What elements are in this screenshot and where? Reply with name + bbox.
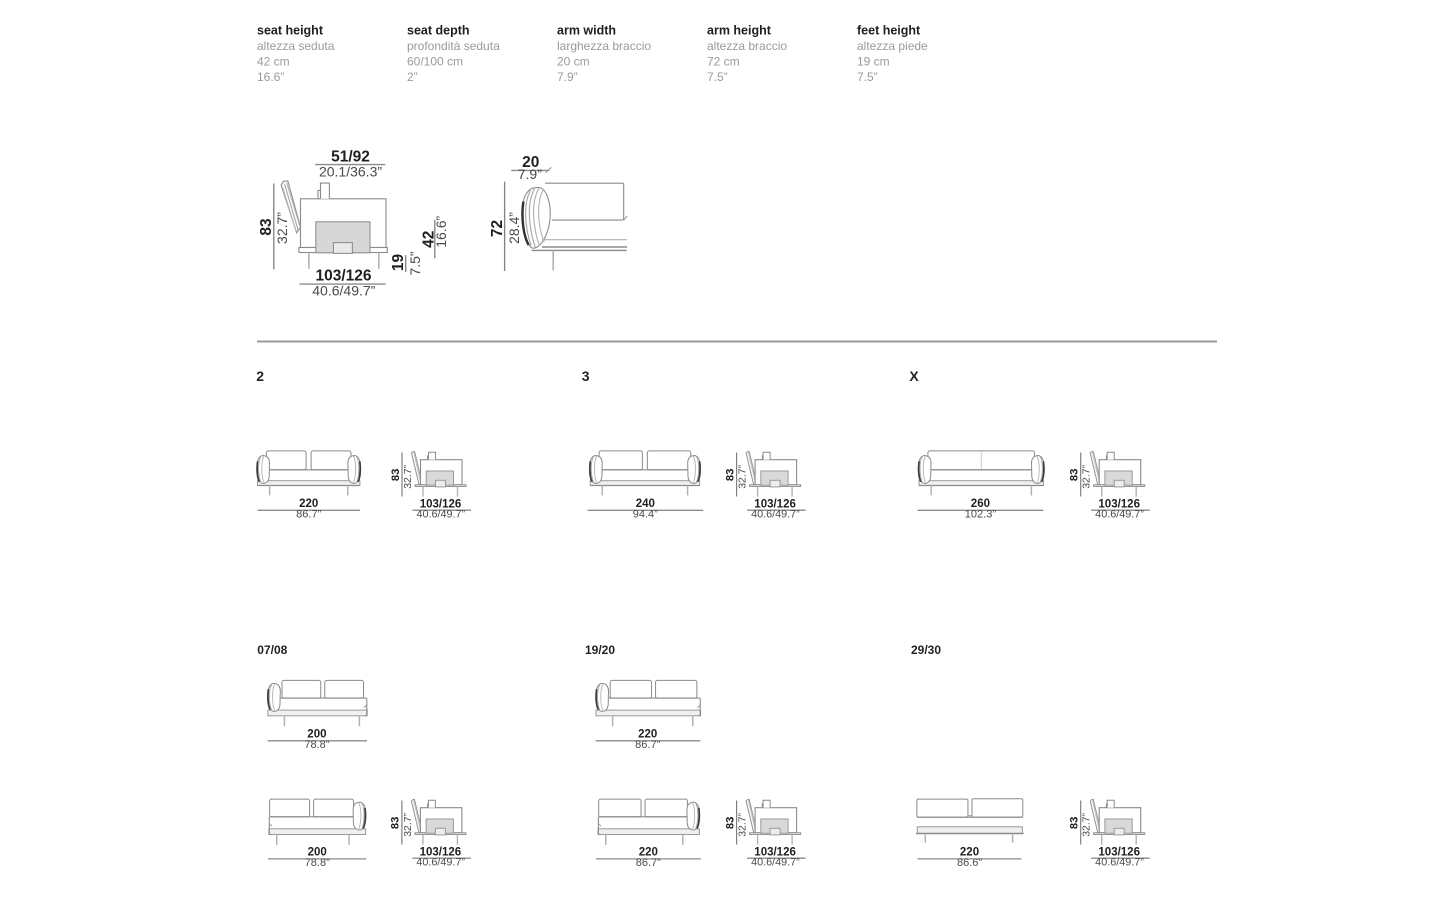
svg-text:7.9”: 7.9” [518, 166, 542, 182]
svg-text:arm height: arm height [707, 23, 772, 37]
svg-text:32.7”: 32.7” [738, 813, 749, 837]
svg-text:feet height: feet height [857, 23, 921, 37]
svg-text:103/126: 103/126 [315, 268, 371, 285]
svg-text:78.8”: 78.8” [304, 739, 329, 751]
svg-text:19 cm: 19 cm [857, 54, 890, 68]
svg-text:103/126: 103/126 [1098, 498, 1140, 510]
svg-text:7.9”: 7.9” [557, 70, 578, 84]
svg-text:102.3”: 102.3” [965, 509, 997, 521]
svg-text:20: 20 [522, 154, 539, 171]
svg-text:20.1/36.3”: 20.1/36.3” [319, 164, 382, 180]
svg-text:altezza seduta: altezza seduta [257, 39, 335, 53]
svg-text:83: 83 [258, 218, 275, 236]
svg-text:2”: 2” [407, 70, 418, 84]
svg-text:X: X [909, 368, 919, 384]
svg-text:40.6/49.7”: 40.6/49.7” [1095, 857, 1144, 869]
svg-text:42 cm: 42 cm [257, 54, 290, 68]
svg-text:51/92: 51/92 [331, 149, 370, 166]
svg-text:seat depth: seat depth [407, 23, 470, 37]
svg-text:94.4”: 94.4” [633, 509, 658, 521]
svg-text:83: 83 [390, 469, 402, 481]
svg-text:40.6/49.7”: 40.6/49.7” [751, 857, 800, 869]
svg-text:arm width: arm width [557, 23, 616, 37]
svg-text:7.5”: 7.5” [707, 70, 728, 84]
svg-text:83: 83 [724, 469, 736, 481]
svg-text:07/08: 07/08 [257, 643, 287, 657]
svg-text:40.6/49.7”: 40.6/49.7” [416, 857, 465, 869]
svg-text:78.8”: 78.8” [305, 857, 330, 869]
svg-text:altezza piede: altezza piede [857, 39, 928, 53]
svg-text:103/126: 103/126 [754, 846, 796, 858]
svg-text:200: 200 [307, 728, 326, 740]
svg-text:32.7”: 32.7” [1082, 465, 1093, 489]
svg-text:16.6”: 16.6” [433, 216, 449, 248]
svg-text:83: 83 [1069, 469, 1081, 481]
svg-text:220: 220 [299, 498, 318, 510]
svg-text:60/100 cm: 60/100 cm [407, 54, 463, 68]
svg-text:220: 220 [638, 728, 657, 740]
svg-text:103/126: 103/126 [1098, 846, 1140, 858]
svg-text:83: 83 [724, 817, 736, 829]
svg-text:20 cm: 20 cm [557, 54, 590, 68]
svg-text:32.7”: 32.7” [1082, 813, 1093, 837]
svg-text:86.7”: 86.7” [635, 739, 660, 751]
svg-text:profondità seduta: profondità seduta [407, 39, 500, 53]
svg-text:72: 72 [489, 220, 506, 237]
svg-text:16.6”: 16.6” [257, 70, 284, 84]
svg-text:seat height: seat height [257, 23, 324, 37]
svg-text:72 cm: 72 cm [707, 54, 740, 68]
svg-text:86.6”: 86.6” [957, 857, 982, 869]
svg-text:220: 220 [960, 847, 979, 859]
svg-text:240: 240 [636, 498, 655, 510]
svg-text:altezza braccio: altezza braccio [707, 39, 787, 53]
svg-text:32.7”: 32.7” [403, 465, 414, 489]
svg-text:28.4”: 28.4” [506, 212, 522, 244]
svg-text:103/126: 103/126 [420, 846, 462, 858]
svg-text:19/20: 19/20 [585, 643, 615, 657]
svg-text:40.6/49.7”: 40.6/49.7” [751, 509, 800, 521]
svg-text:larghezza braccio: larghezza braccio [557, 39, 651, 53]
svg-text:2: 2 [256, 368, 264, 384]
svg-text:40.6/49.7”: 40.6/49.7” [416, 509, 465, 521]
svg-text:220: 220 [639, 847, 658, 859]
svg-text:40.6/49.7”: 40.6/49.7” [312, 283, 375, 299]
svg-text:19: 19 [390, 254, 407, 272]
svg-text:40.6/49.7”: 40.6/49.7” [1095, 509, 1144, 521]
svg-text:83: 83 [390, 817, 402, 829]
svg-text:103/126: 103/126 [754, 498, 796, 510]
svg-text:260: 260 [971, 498, 990, 510]
svg-text:200: 200 [308, 847, 327, 859]
svg-text:83: 83 [1069, 817, 1081, 829]
svg-text:7.5”: 7.5” [857, 70, 878, 84]
svg-text:86.7”: 86.7” [296, 509, 321, 521]
svg-text:103/126: 103/126 [420, 498, 462, 510]
svg-text:32.7”: 32.7” [403, 813, 414, 837]
svg-text:32.7”: 32.7” [738, 465, 749, 489]
svg-text:29/30: 29/30 [911, 643, 941, 657]
svg-text:42: 42 [420, 231, 437, 248]
svg-text:7.5”: 7.5” [407, 251, 423, 275]
svg-text:3: 3 [582, 368, 590, 384]
svg-text:32.7”: 32.7” [274, 212, 290, 244]
svg-text:86.7”: 86.7” [636, 857, 661, 869]
